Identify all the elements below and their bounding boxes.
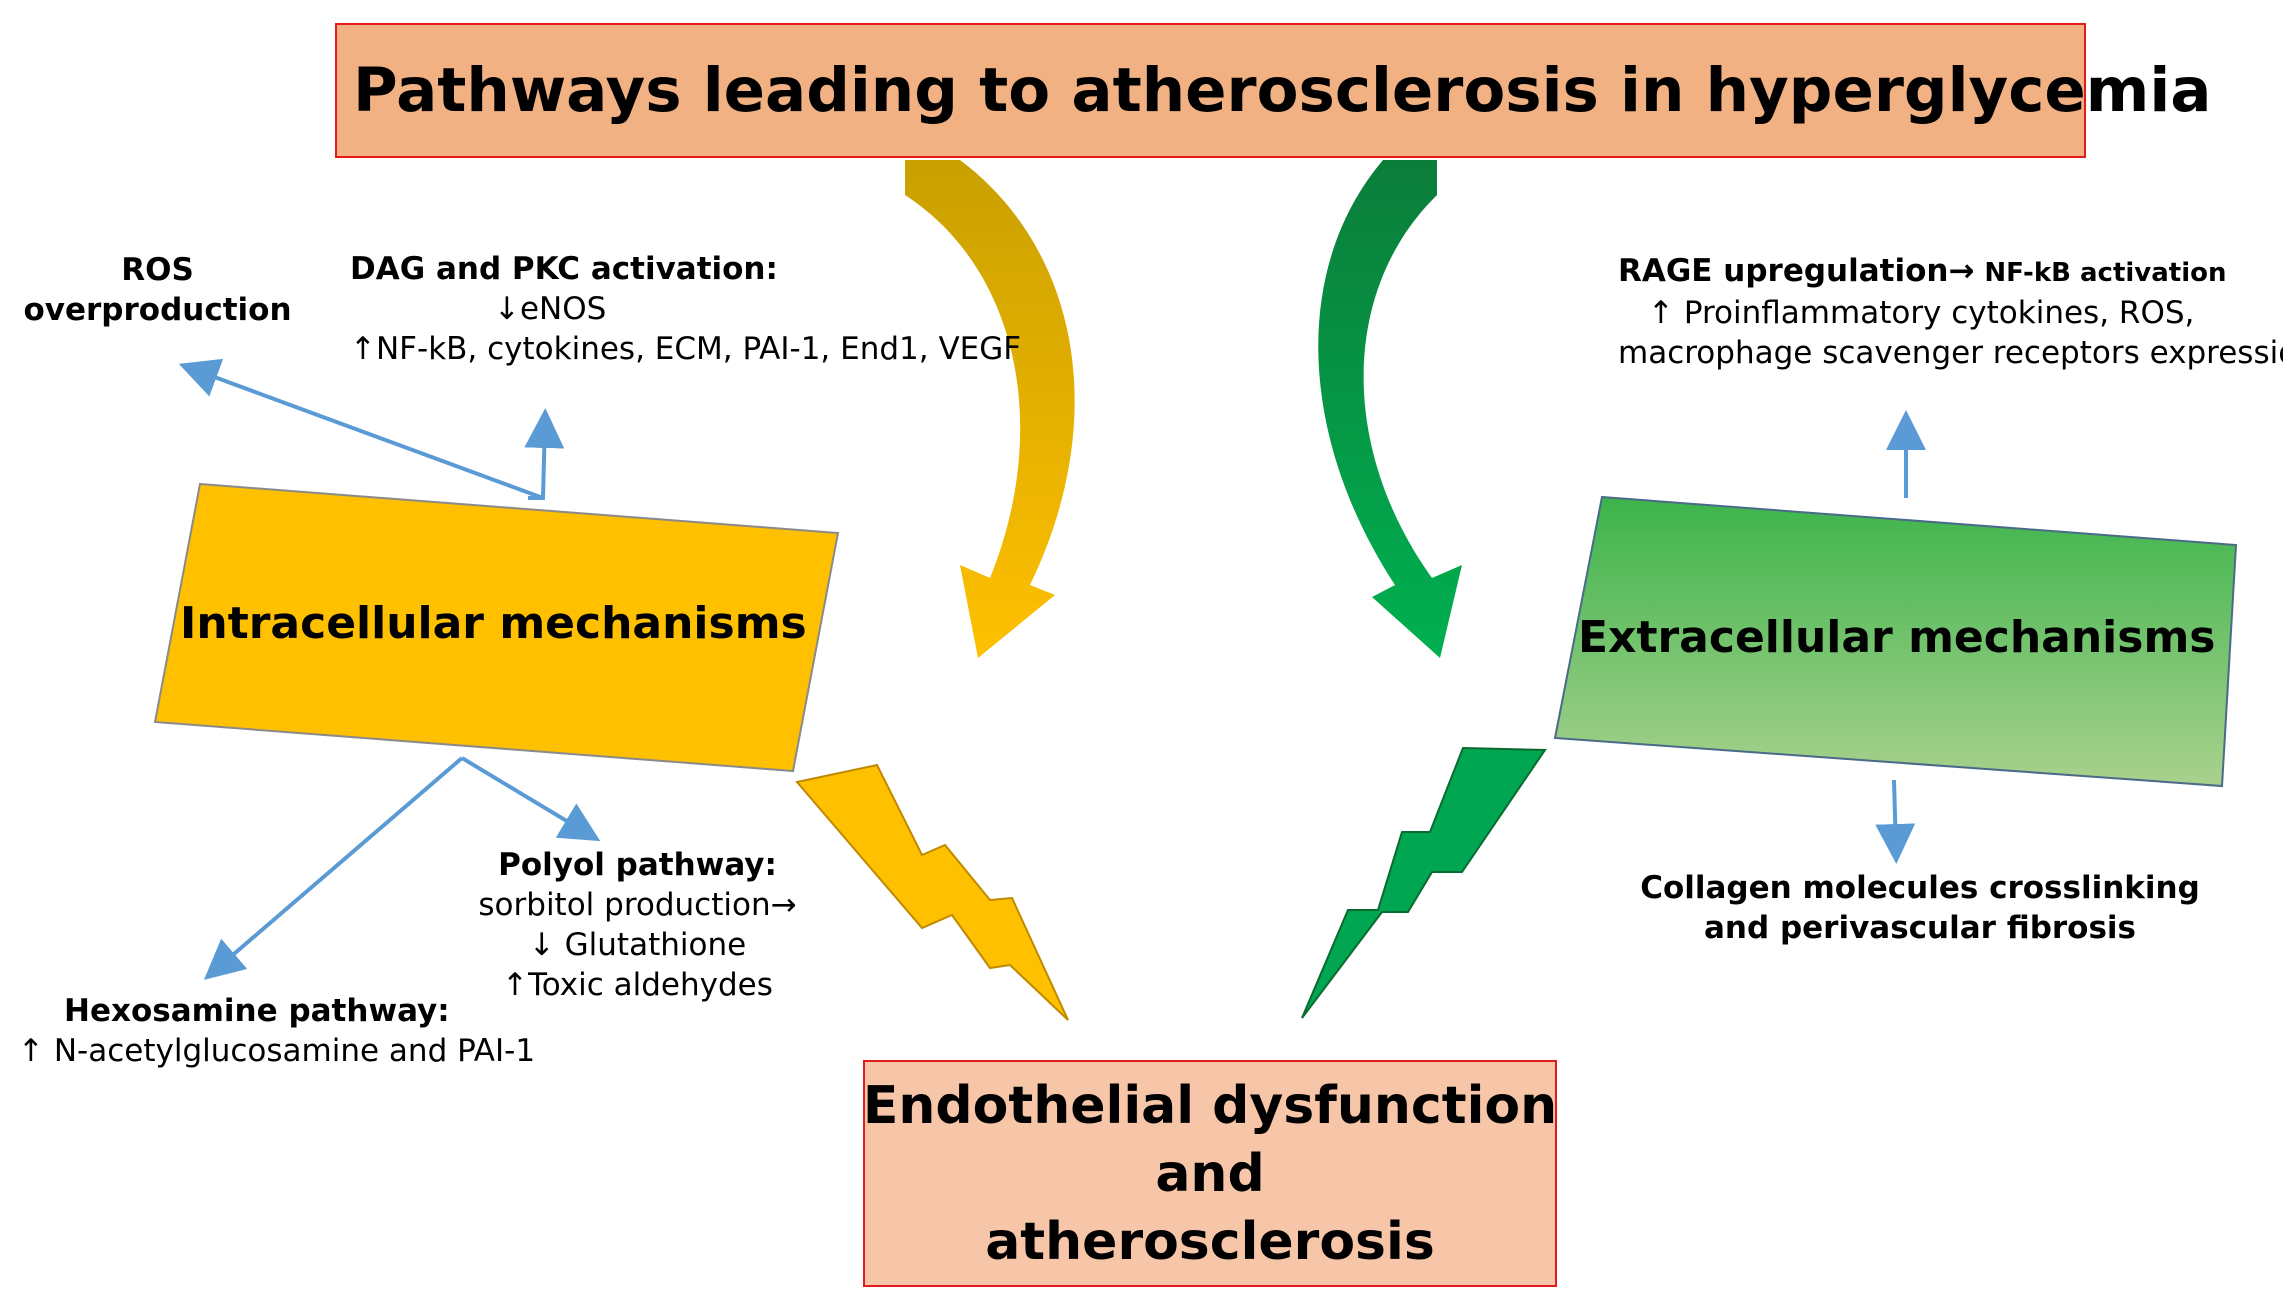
hexosamine-effects: ↑ N-acetylglucosamine and PAI-1: [18, 1033, 536, 1069]
extracellular-label: Extracellular mechanisms: [1578, 612, 2216, 663]
hexosamine-block: Hexosamine pathway: ↑ N-acetylglucosamin…: [18, 991, 535, 1071]
nfkb-activation: NF-kB activation: [1984, 258, 2227, 288]
rage-heading: RAGE upregulation: [1618, 253, 1949, 289]
extracellular-shape: [1553, 495, 2238, 788]
collagen-block: Collagen molecules crosslinking and peri…: [1640, 870, 2200, 946]
title-box: Pathways leading to atherosclerosis in h…: [335, 23, 2211, 158]
endothelial-line2: and: [1155, 1143, 1265, 1204]
lightning-bolt-gold: [795, 763, 1069, 1021]
endothelial-line3: atherosclerosis: [985, 1211, 1435, 1272]
connectors-extracellular: [1875, 410, 1926, 864]
ros-label: ROS overproduction: [23, 252, 292, 328]
polyol-sorbitol: sorbitol production→: [478, 887, 797, 923]
curved-arrow-gold: [905, 160, 1075, 658]
endothelial-line1: Endothelial dysfunction: [862, 1075, 1558, 1136]
rage-effects-1: ↑ Proinflammatory cytokines, ROS,: [1648, 295, 2195, 331]
dag-effects: ↑NF-kB, cytokines, ECM, PAI-1, End1, VEG…: [350, 331, 1022, 367]
title: Pathways leading to atherosclerosis in h…: [353, 55, 2212, 126]
dag-enos: ↓eNOS: [494, 291, 607, 327]
intracellular-label: Intracellular mechanisms: [180, 598, 807, 649]
endothelial-box: Endothelial dysfunction and atherosclero…: [863, 1060, 1557, 1287]
connectors-intracellular: [178, 358, 601, 980]
dag-heading: DAG and PKC activation:: [350, 251, 778, 287]
lightning-bolt-green: [1301, 746, 1547, 1019]
rage-effects-2: macrophage scavenger receptors expressio…: [1618, 335, 2283, 371]
polyol-aldehydes: ↑Toxic aldehydes: [502, 967, 773, 1003]
curved-arrow-green: [1318, 160, 1462, 658]
polyol-heading: Polyol pathway:: [498, 847, 777, 883]
intracellular-shape: [153, 482, 840, 773]
polyol-glutathione: ↓ Glutathione: [528, 927, 747, 963]
dag-pkc-block: DAG and PKC activation: ↓eNOS ↑NF-kB, cy…: [350, 249, 1021, 369]
rage-block: RAGE upregulation→ NF-kB activation ↑ Pr…: [1618, 251, 2283, 373]
polyol-block: Polyol pathway: sorbitol production→ ↓ G…: [470, 845, 805, 1005]
rage-heading-line: RAGE upregulation→ NF-kB activation: [1618, 253, 2227, 289]
hexosamine-heading: Hexosamine pathway:: [64, 993, 450, 1029]
